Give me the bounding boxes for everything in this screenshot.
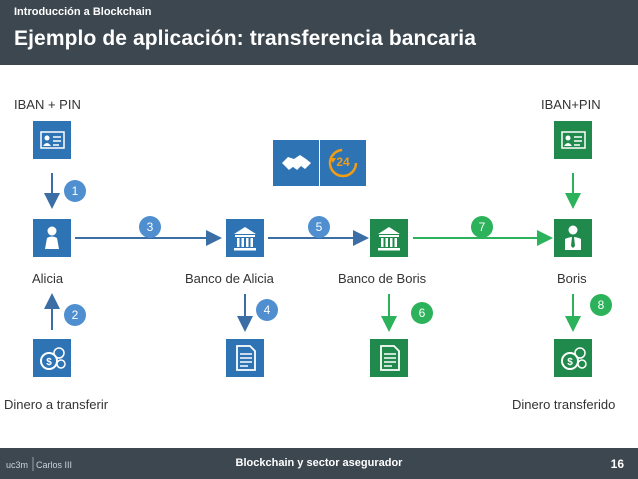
- footer-bar: uc3m Carlos III Blockchain y sector aseg…: [0, 448, 638, 479]
- bank-icon-boris: [370, 219, 408, 257]
- header-bar: Introducción a Blockchain Ejemplo de apl…: [0, 0, 638, 65]
- label-iban-pin-right: IBAN+PIN: [541, 97, 601, 112]
- label-dinero-transferido: Dinero transferido: [512, 397, 616, 412]
- step-badge-8: 8: [590, 294, 612, 316]
- boris-man-icon: [554, 219, 592, 257]
- step-badge-6: 6: [411, 302, 433, 324]
- step-number: 4: [263, 303, 271, 317]
- step-number: 7: [478, 220, 486, 234]
- label-banco-alicia: Banco de Alicia: [185, 271, 274, 286]
- step-number: 6: [418, 306, 426, 320]
- page-number: 16: [610, 457, 624, 471]
- document-icon-alicia: [226, 339, 264, 377]
- step-badge-3: 3: [139, 216, 161, 238]
- step-number: 5: [315, 220, 323, 234]
- step-badge-2: 2: [64, 304, 86, 326]
- footer-text: Blockchain y sector asegurador: [235, 457, 403, 469]
- step-badge-1: 1: [64, 180, 86, 202]
- section-subtitle: Introducción a Blockchain: [14, 6, 152, 18]
- clock-24-label: 24: [336, 155, 350, 169]
- label-dinero-transferir: Dinero a transferir: [4, 397, 109, 412]
- bank-icon-alicia: [226, 219, 264, 257]
- document-icon-boris: [370, 339, 408, 377]
- step-badge-7: 7: [471, 216, 493, 238]
- label-banco-boris: Banco de Boris: [338, 271, 427, 286]
- step-number: 1: [71, 184, 79, 198]
- step-badge-5: 5: [308, 216, 330, 238]
- svg-text:uc3m: uc3m: [6, 460, 28, 470]
- alicia-woman-icon: [33, 219, 71, 257]
- handshake-icon: [273, 140, 319, 186]
- label-boris: Boris: [557, 271, 587, 286]
- step-number: 2: [71, 308, 79, 322]
- id-card-icon-right: [554, 121, 592, 159]
- svg-text:$: $: [567, 357, 573, 368]
- step-number: 3: [146, 220, 154, 234]
- label-iban-pin-left: IBAN + PIN: [14, 97, 81, 112]
- step-number: 8: [597, 298, 605, 312]
- step-badge-4: 4: [256, 299, 278, 321]
- money-bag-icon-left: $: [33, 339, 71, 377]
- money-bag-icon-right: $: [554, 339, 592, 377]
- page-title: Ejemplo de aplicación: transferencia ban…: [14, 27, 476, 50]
- clock-24h-icon: 24: [320, 140, 366, 186]
- id-card-icon-left: [33, 121, 71, 159]
- svg-text:$: $: [46, 357, 52, 368]
- label-alicia: Alicia: [32, 271, 64, 286]
- uc3m-logo: uc3m Carlos III: [6, 457, 72, 471]
- svg-text:Carlos III: Carlos III: [36, 460, 72, 470]
